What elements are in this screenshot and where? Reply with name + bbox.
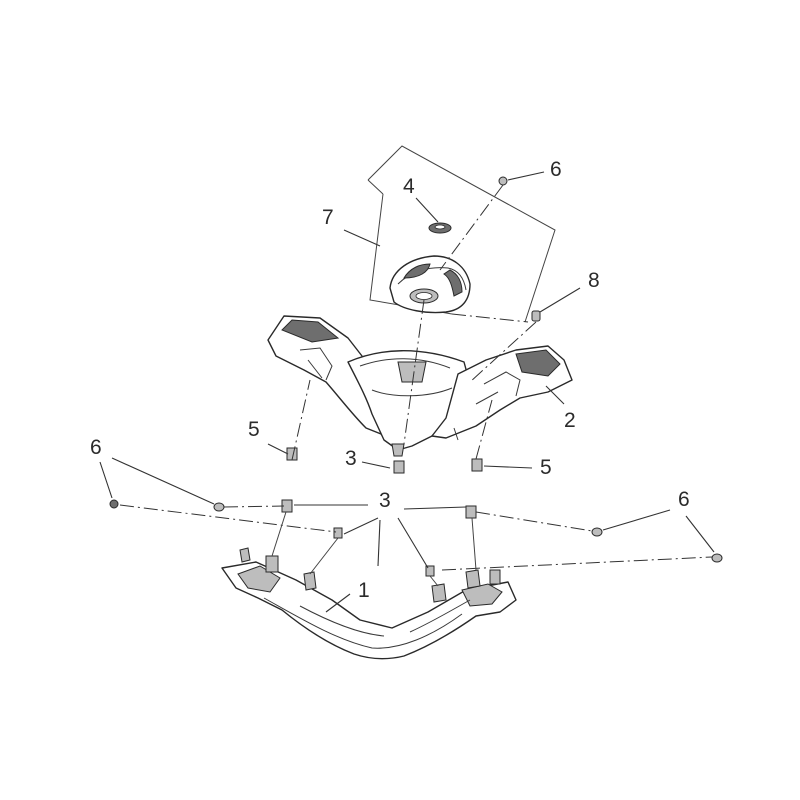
grommet-part (428, 222, 452, 234)
callout-part-5-left: 5 (248, 418, 260, 441)
assembly-lines (119, 184, 713, 587)
fastener-clip-3 (333, 527, 343, 539)
screw-right-outer (711, 553, 723, 563)
fastener-nut-center (393, 460, 405, 474)
screw-left-outer (109, 499, 119, 509)
callout-part-5-right: 5 (540, 456, 552, 479)
callout-part-6-right: 6 (678, 488, 690, 511)
screw-top (498, 176, 508, 186)
fastener-nut-right (471, 458, 483, 472)
callout-part-6-left: 6 (90, 436, 102, 459)
callout-part-1: 1 (358, 579, 370, 602)
key-switch-housing (389, 255, 471, 314)
callout-labels: 1 2 3 3 4 5 5 6 6 6 7 8 (90, 158, 690, 602)
leader-lines (99, 171, 715, 613)
fastener-clip-2 (465, 505, 477, 519)
callout-part-4: 4 (403, 175, 415, 198)
upper-handlebar-cover (267, 315, 573, 457)
callout-part-3-center: 3 (379, 489, 391, 512)
callout-part-2: 2 (564, 409, 576, 432)
screw-right-inner (591, 527, 603, 537)
screw-part8 (531, 310, 541, 322)
callout-part-7: 7 (322, 206, 334, 229)
screw-left-inner (213, 502, 225, 512)
lower-handlebar-cover (221, 547, 517, 660)
callout-part-8: 8 (588, 269, 600, 292)
callout-part-6-top: 6 (550, 158, 562, 181)
callout-part-3-left: 3 (345, 447, 357, 470)
